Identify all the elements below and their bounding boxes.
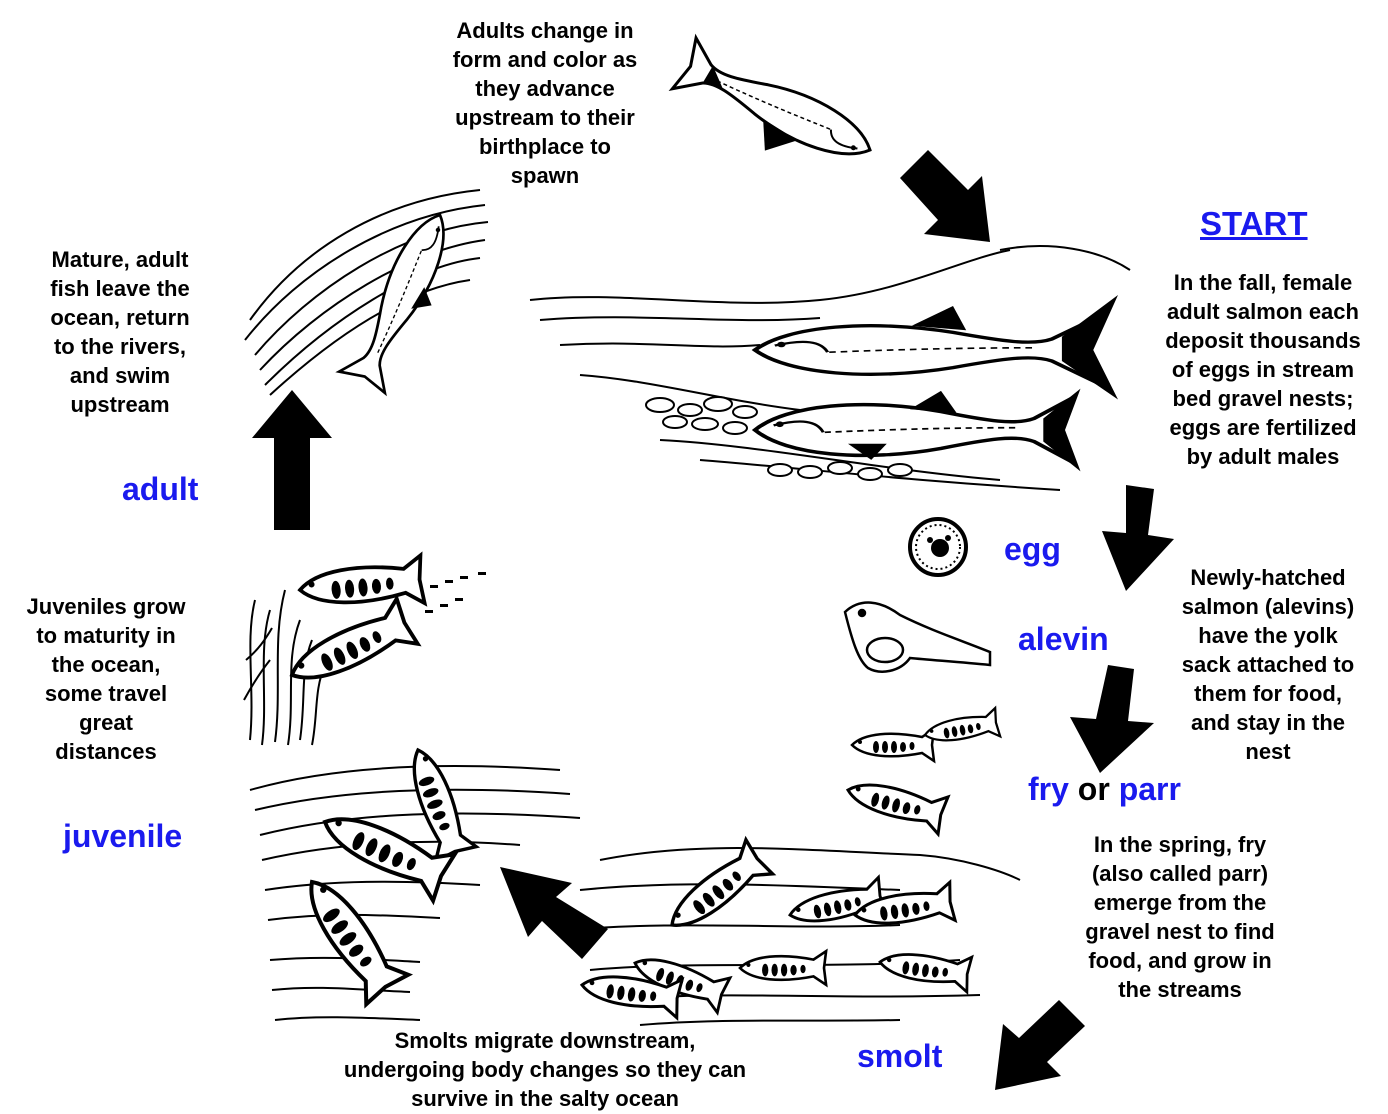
arrow-icon (1060, 665, 1160, 775)
juvenile-salmon-illustration (291, 743, 476, 1005)
arrow-icon (900, 150, 1000, 250)
male-salmon-illustration (755, 389, 1081, 472)
stage-label-fry-or-parr: fry or parr (1028, 770, 1181, 808)
stage-label-juvenile: juvenile (63, 817, 182, 855)
stage-label-parr: parr (1119, 771, 1181, 807)
spawning-adult-salmon-illustration (665, 38, 882, 191)
stage-label-fry: fry (1028, 771, 1069, 807)
fry-illustration (843, 708, 1000, 834)
alevin-illustration (845, 603, 990, 672)
female-salmon-illustration (755, 295, 1118, 400)
egg-illustration (910, 519, 966, 575)
spawning-description: In the fall, female adult salmon each de… (1128, 268, 1388, 471)
fry-description: In the spring, fry (also called parr) em… (1045, 830, 1315, 1004)
adult-description: Mature, adult fish leave the ocean, retu… (20, 245, 220, 419)
start-link[interactable]: START (1200, 205, 1308, 243)
returning-adult-salmon-illustration (339, 204, 468, 395)
smolt-illustration (579, 840, 971, 1018)
stage-label-alevin: alevin (1018, 620, 1109, 658)
arrow-icon (995, 1000, 1095, 1100)
alevin-description: Newly-hatched salmon (alevins) have the … (1153, 563, 1383, 766)
arrow-icon (500, 865, 610, 965)
or-word: or (1078, 771, 1110, 807)
growing-juvenile-salmon-illustration (282, 555, 425, 697)
upstream-description: Adults change in form and color as they … (405, 16, 685, 190)
juvenile-description: Juveniles grow to maturity in the ocean,… (0, 592, 212, 766)
smolt-description: Smolts migrate downstream, undergoing bo… (265, 1026, 825, 1113)
stage-label-adult: adult (122, 470, 198, 508)
bubbles (425, 572, 486, 613)
stage-label-smolt: smolt (857, 1037, 942, 1075)
stage-label-egg: egg (1004, 530, 1061, 568)
arrow-icon (252, 390, 332, 530)
